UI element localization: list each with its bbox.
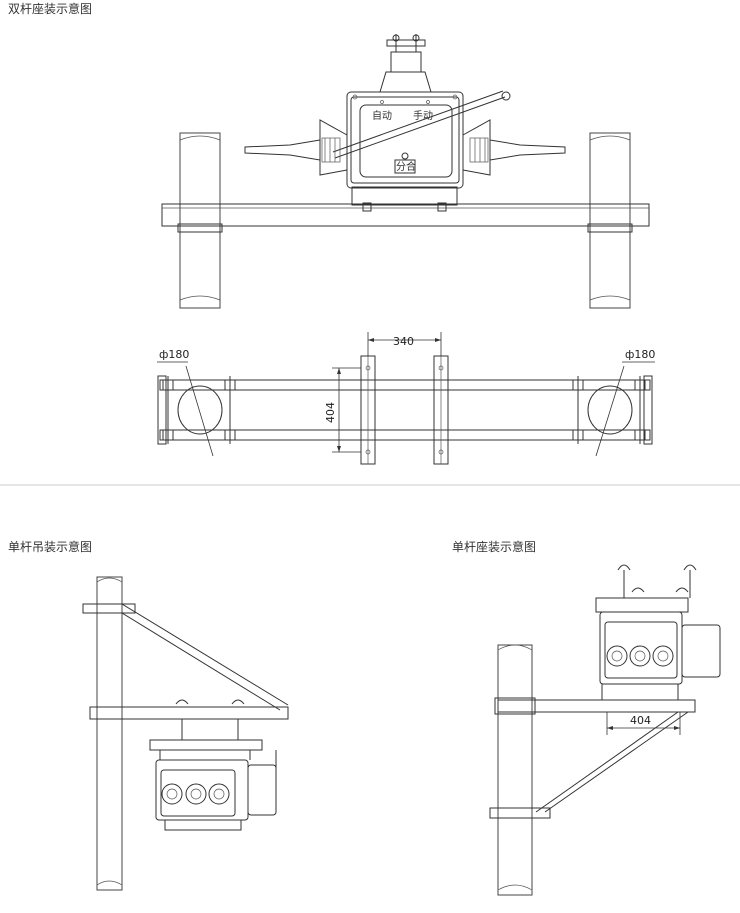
auto-label: 自动 [372,109,392,122]
left-pole [179,132,221,309]
split-label: 分合 [396,160,416,173]
seat-view: 404 [489,564,721,896]
seat-pole [497,644,533,896]
caption-single-pole-seat: 单杆座装示意图 [452,540,537,554]
dim-404-vertical: 404 [324,402,337,423]
hang-pole [96,576,123,891]
cross-beam [161,203,650,227]
plan-view: ф180 ф180 340 404 [157,332,655,465]
pole-diameter-left: ф180 [159,348,189,361]
front-view: 自动 手动 分合 [161,34,650,309]
right-pole [589,132,631,309]
dim-340: 340 [393,335,414,348]
pole-diameter-right: ф180 [625,348,655,361]
caption-single-pole-hang: 单杆吊装示意图 [8,540,93,554]
caption-double-pole-seat: 双杆座装示意图 [8,2,93,16]
hang-view [82,576,289,891]
right-pole-section [587,385,633,435]
dim-404-bracket: 404 [630,714,651,727]
manual-label: 手动 [413,109,433,122]
hang-switch-body [155,759,249,821]
left-pole-section [177,385,223,435]
switch-body [346,91,464,189]
